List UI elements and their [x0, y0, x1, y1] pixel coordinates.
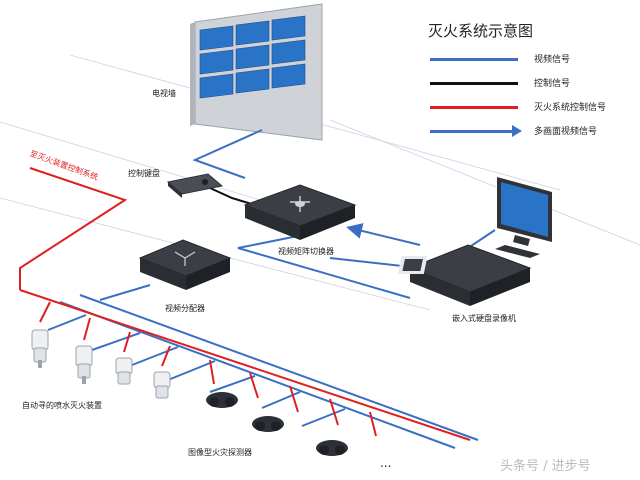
legend-control-label: 控制信号	[534, 79, 571, 89]
control-signal-lines	[209, 187, 256, 206]
water-cannons	[31, 329, 171, 399]
legend-multiview-label: 多画面视频信号	[534, 127, 598, 137]
dvr-label: 嵌入式硬盘录像机	[452, 314, 516, 323]
watermark: 头条号 / 进步号	[500, 459, 591, 474]
video-signal-lines	[47, 129, 496, 449]
control-keyboard	[166, 173, 224, 198]
legend-video-label: 视频信号	[534, 55, 571, 65]
fire-detector-label: 图像型火灾探测器	[188, 448, 252, 457]
legend-fire-control-label: 灭火系统控制信号	[534, 103, 607, 113]
video-wall	[190, 3, 323, 141]
video-distributor-label: 视频分配器	[165, 304, 205, 313]
fire-detectors	[206, 392, 348, 456]
control-keyboard-label: 控制键盘	[128, 169, 160, 178]
monitor	[495, 177, 552, 258]
video-distributor	[138, 239, 232, 290]
water-cannon-label: 自动寻的喷水灭火装置	[22, 401, 102, 410]
fire-control-lines	[19, 167, 471, 441]
legend-fire-control-swatch	[430, 106, 518, 109]
arrow-right-icon	[512, 125, 522, 137]
video-wall-label: 电视墙	[152, 89, 176, 98]
legend-video: 视频信号	[430, 52, 630, 66]
legend-multiview: 多画面视频信号	[430, 124, 630, 138]
dvr-recorder	[397, 244, 532, 306]
legend-control-swatch	[430, 82, 518, 85]
legend-control: 控制信号	[430, 76, 630, 90]
legend-video-swatch	[430, 58, 518, 61]
matrix-switcher-label: 视频矩阵切换器	[278, 247, 334, 256]
matrix-switcher	[243, 184, 357, 240]
legend-fire-control: 灭火系统控制信号	[430, 100, 630, 114]
legend-multiview-swatch	[430, 130, 512, 133]
ellipsis: ...	[380, 456, 392, 470]
diagram-title: 灭火系统示意图	[428, 22, 534, 40]
